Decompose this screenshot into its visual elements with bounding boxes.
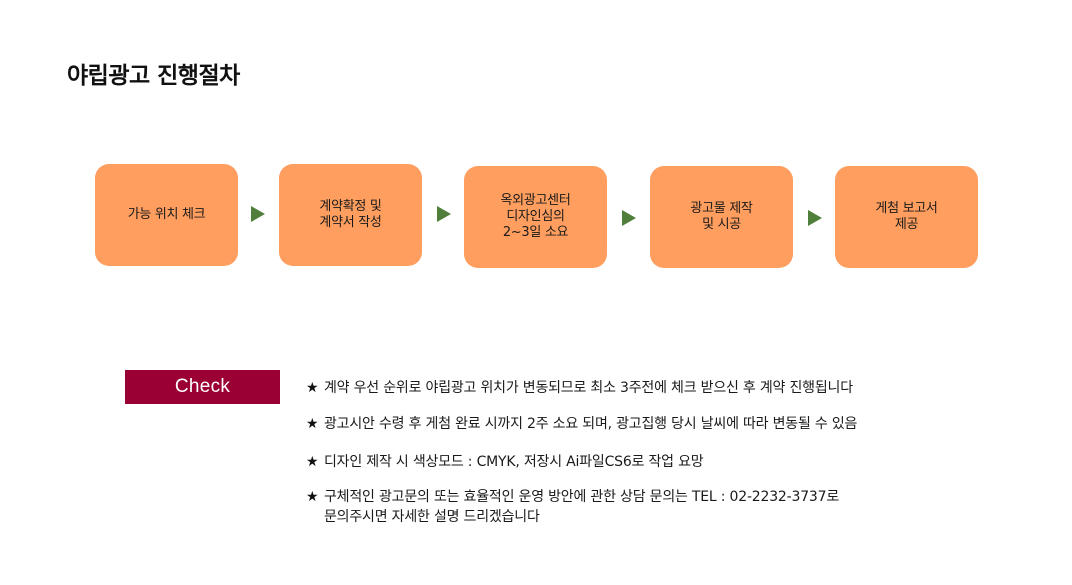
star-icon: ★ [306,380,319,396]
note-text: 광고시안 수령 후 게첨 완료 시까지 2주 소요 되며, 광고집행 당시 날씨… [324,416,858,432]
step-label: 가능 위치 체크 [127,207,206,222]
step-label: 게첨 보고서 제공 [875,201,938,232]
process-steps: 가능 위치 체크 계약확정 및 계약서 작성 옥외광고센터 디자인심의 2~3일… [95,164,978,268]
check-badge: Check [125,370,280,404]
arrow-right-icon [808,210,822,226]
step-box-production: 광고물 제작 및 시공 [650,166,793,268]
step-label: 옥외광고센터 디자인심의 2~3일 소요 [500,193,571,240]
star-icon: ★ [306,416,319,432]
note-text: 디자인 제작 시 색상모드 : CMYK, 저장시 Ai파일CS6로 작업 요망 [324,454,704,470]
step-label: 계약확정 및 계약서 작성 [319,199,382,230]
arrow-right-icon [437,206,451,222]
star-icon: ★ [306,489,319,505]
note-text: 계약 우선 순위로 야립광고 위치가 변동되므로 최소 3주전에 체크 받으신 … [324,380,853,396]
step-box-location-check: 가능 위치 체크 [95,164,238,266]
step-label: 광고물 제작 및 시공 [690,201,753,232]
note-item: ★ 구체적인 광고문의 또는 효율적인 운영 방안에 관한 상담 문의는 TEL… [306,487,839,527]
note-item: ★ 디자인 제작 시 색상모드 : CMYK, 저장시 Ai파일CS6로 작업 … [306,452,704,472]
arrow-right-icon [251,206,265,222]
note-item: ★ 광고시안 수령 후 게첨 완료 시까지 2주 소요 되며, 광고집행 당시 … [306,414,857,434]
arrow-right-icon [622,210,636,226]
star-icon: ★ [306,454,319,470]
note-text: 구체적인 광고문의 또는 효율적인 운영 방안에 관한 상담 문의는 TEL :… [324,489,840,525]
step-box-design-review: 옥외광고센터 디자인심의 2~3일 소요 [464,166,607,268]
step-box-contract: 계약확정 및 계약서 작성 [279,164,422,266]
page-title: 야립광고 진행절차 [67,63,240,89]
note-item: ★ 계약 우선 순위로 야립광고 위치가 변동되므로 최소 3주전에 체크 받으… [306,378,853,398]
step-box-report: 게첨 보고서 제공 [835,166,978,268]
